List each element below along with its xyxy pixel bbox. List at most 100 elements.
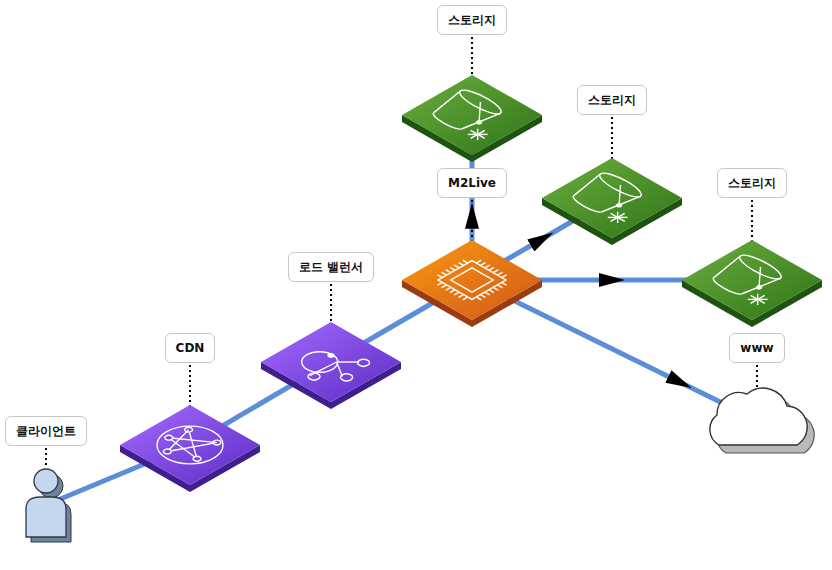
service-node: CDN <box>110 333 270 500</box>
icon-stroke <box>476 120 483 124</box>
icon-stroke <box>497 285 502 288</box>
leader-line <box>611 117 613 164</box>
node-label: 스토리지 <box>437 5 507 35</box>
service-node: www <box>677 333 832 475</box>
icon-art <box>143 418 236 471</box>
node-label: CDN <box>165 333 216 363</box>
service-node: M2Live <box>392 168 552 335</box>
icon-stroke <box>337 356 360 369</box>
storage-icon <box>402 75 542 162</box>
leader-line <box>189 365 191 411</box>
node-label: M2Live <box>437 168 507 198</box>
icon-stroke <box>463 297 468 300</box>
icon-stroke <box>476 260 481 263</box>
cloud-icon <box>710 388 814 453</box>
node-label: 스토리지 <box>577 85 647 115</box>
icon-stroke <box>306 372 323 382</box>
node-label: 로드 밸런서 <box>288 252 374 282</box>
icon-stroke <box>468 129 488 140</box>
icon-stroke <box>454 87 506 117</box>
node-label: www <box>729 333 784 363</box>
icon-stroke <box>485 265 490 268</box>
icon-stroke <box>497 272 502 275</box>
icon-stroke <box>437 282 442 285</box>
person-body <box>26 497 66 537</box>
icon-stroke <box>167 433 216 461</box>
cloud-shape <box>710 388 807 445</box>
icon-stroke <box>446 287 451 290</box>
node-label: 클라이언트 <box>5 416 87 446</box>
icon-stroke <box>446 270 451 273</box>
service-node: 로드 밸런서 <box>251 252 411 417</box>
icon-stroke <box>480 295 485 298</box>
icon-stroke <box>191 456 202 462</box>
icon-stroke <box>608 212 628 223</box>
icon-face <box>261 322 401 402</box>
icon-stroke <box>338 373 355 383</box>
icon-stroke <box>608 212 628 223</box>
icon-face <box>120 405 260 485</box>
icon-stroke <box>442 272 447 275</box>
icon-face <box>682 240 822 320</box>
icon-stroke <box>163 434 174 440</box>
icon-stroke <box>462 102 497 122</box>
icon-stroke <box>438 261 506 300</box>
icon-stroke <box>442 285 447 288</box>
icon-stroke <box>476 297 481 300</box>
icon-stroke <box>459 295 464 298</box>
icon-stroke <box>459 263 464 266</box>
icon-stroke <box>463 260 468 263</box>
icon-stroke <box>748 294 768 305</box>
icon-stroke <box>502 275 507 278</box>
icon-face <box>402 240 542 320</box>
service-node: 스토리지 <box>392 5 552 170</box>
icon-stroke <box>734 252 786 282</box>
icon-stroke <box>485 292 490 295</box>
icon-stroke <box>742 267 777 287</box>
icon-art <box>428 255 516 305</box>
icon-art <box>564 170 661 225</box>
icon-stroke <box>594 170 646 200</box>
person-icon <box>26 469 71 542</box>
leader-line <box>330 284 332 328</box>
icon-stroke <box>616 203 623 207</box>
icon-stroke <box>162 448 173 454</box>
icon-stroke <box>493 287 498 290</box>
cdn-icon <box>120 405 260 492</box>
icon-art <box>704 252 801 307</box>
icon-stroke <box>454 292 459 295</box>
leader-line <box>751 200 753 246</box>
icon-face <box>542 158 682 238</box>
icon-stroke <box>143 418 236 471</box>
service-node: 스토리지 <box>532 85 692 253</box>
storage-icon <box>682 240 822 327</box>
icon-stroke <box>748 294 768 305</box>
leader-line <box>45 448 47 465</box>
icon-stroke <box>564 174 640 218</box>
icon-stroke <box>468 129 488 140</box>
icon-stroke <box>756 285 763 289</box>
icon-stroke <box>355 358 372 368</box>
person-head <box>34 469 58 493</box>
icon-stroke <box>437 275 442 278</box>
icon-stroke <box>450 290 455 293</box>
icon-stroke <box>451 268 493 292</box>
icon-stroke <box>704 256 780 300</box>
leader-line <box>471 37 473 81</box>
lb-icon <box>261 322 401 409</box>
icon-stroke <box>602 185 637 205</box>
icon-stroke <box>424 91 500 135</box>
icon-stroke <box>454 265 459 268</box>
icon-stroke <box>502 282 507 285</box>
service-node: 스토리지 <box>672 168 832 335</box>
icon-stroke <box>450 267 455 270</box>
icon-stroke <box>489 290 494 293</box>
icon-stroke <box>480 263 485 266</box>
icon-stroke <box>310 361 337 376</box>
icon-art <box>424 87 521 142</box>
icon-stroke <box>493 270 498 273</box>
icon-stroke <box>169 426 217 453</box>
service-node: 클라이언트 <box>0 416 126 560</box>
icon-art <box>287 340 376 391</box>
